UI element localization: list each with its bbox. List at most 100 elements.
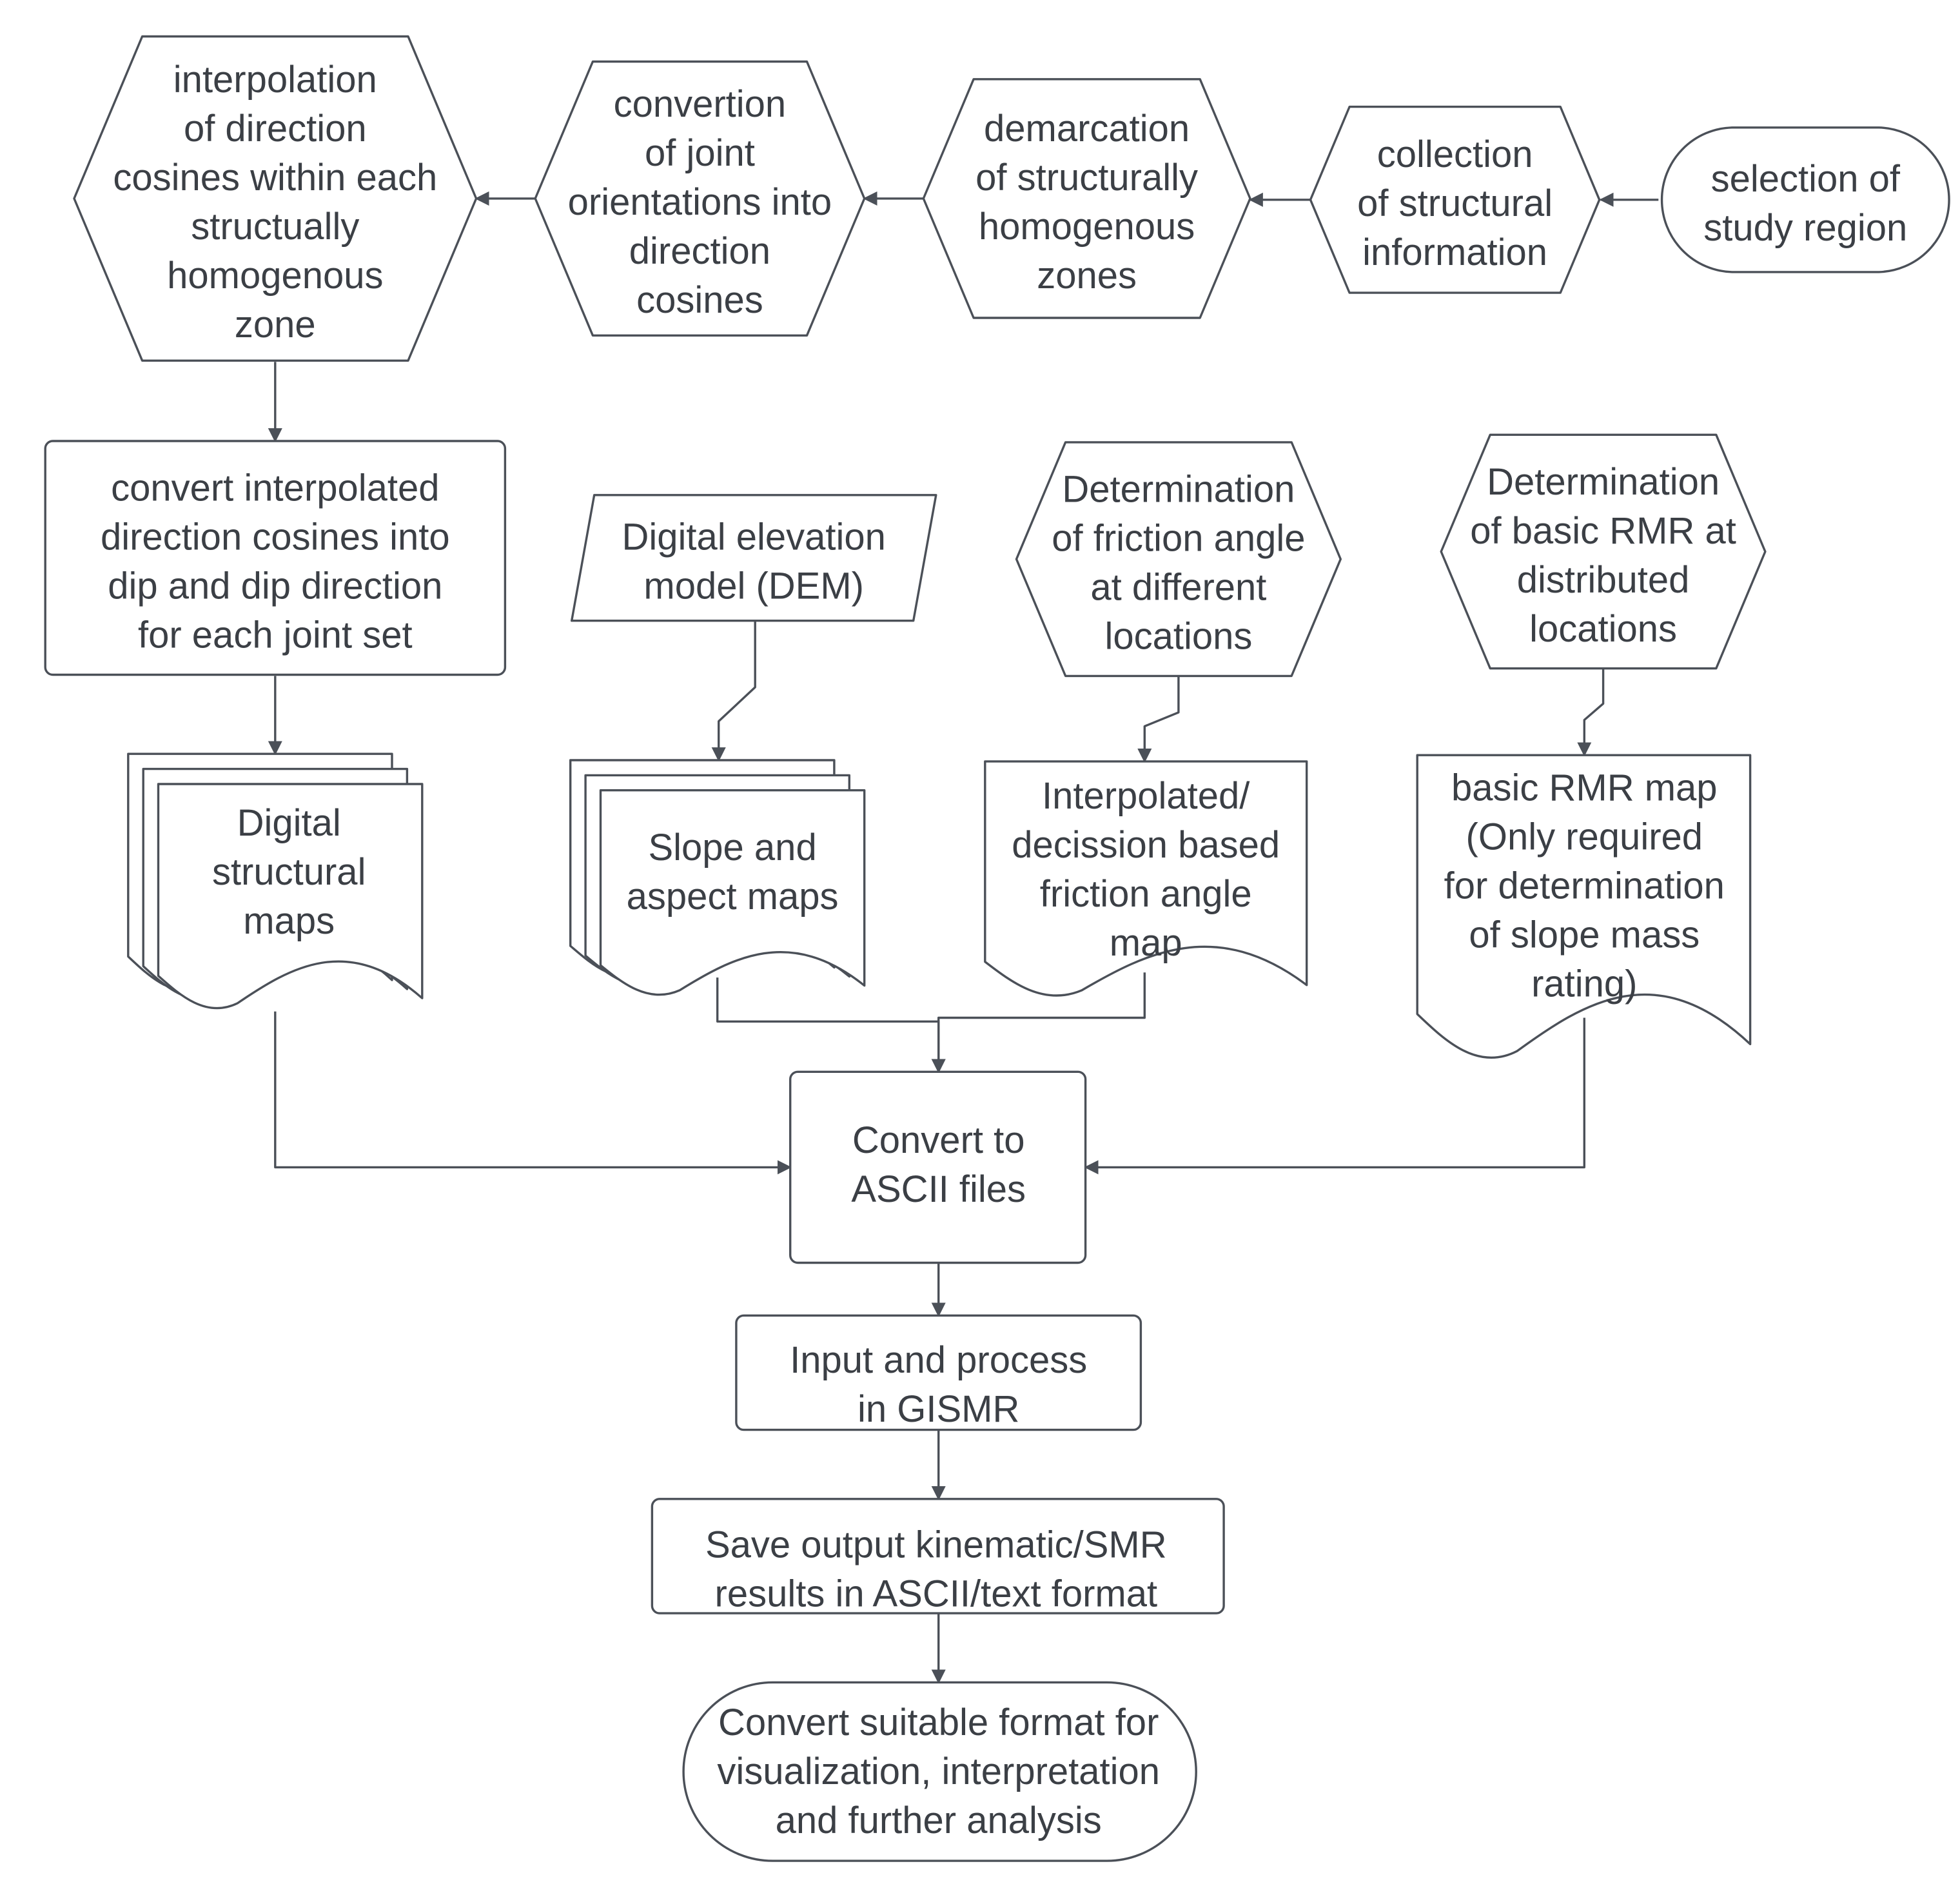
connector-friction-det-to-friction-map — [1137, 676, 1180, 763]
collection-hexagon-label: collection of structural information — [1357, 133, 1553, 273]
convertion-hexagon-label-line: orientations into — [568, 181, 832, 223]
friction-map-document-label-line: map — [1110, 922, 1182, 964]
rmr-determination-hexagon-label-line: locations — [1529, 608, 1677, 650]
rmr-map-document-label-line: for determination — [1444, 865, 1725, 907]
final-terminal-label-line: Convert suitable format for — [718, 1702, 1159, 1743]
connector-slope-aspect-to-ascii — [716, 977, 946, 1074]
interpolation-hexagon-label-line: homogenous — [167, 255, 383, 297]
convert-interpolated-box-label-line: dip and dip direction — [108, 565, 442, 607]
structural-maps-document-label-line: Digital — [237, 802, 341, 844]
slope-aspect-document-sheet-3 — [599, 789, 866, 996]
study-region-terminal-label-line: study region — [1703, 207, 1907, 249]
friction-map-document-label-line: decission based — [1012, 824, 1280, 866]
ascii-box-label: Convert to ASCII files — [851, 1119, 1026, 1210]
study-region-terminal-label-line: selection of — [1711, 158, 1901, 200]
connector-structural-maps-to-ascii — [274, 1011, 792, 1175]
gismr-box: Input and process in GISMR — [735, 1314, 1142, 1431]
connector-friction-map-to-ascii — [931, 972, 1146, 1074]
dem-data-shape: Digital elevation model (DEM) — [571, 494, 937, 622]
convert-interpolated-box-label-line: convert interpolated — [111, 467, 439, 509]
connector-layer — [268, 191, 1659, 1684]
ascii-box-label-line: Convert to — [852, 1119, 1025, 1161]
interpolation-hexagon-outline — [73, 35, 478, 362]
slope-aspect-document-label: Slope and aspect maps — [627, 827, 839, 917]
connector-rmr-map-to-ascii — [1084, 1017, 1585, 1175]
friction-map-document-label-line: friction angle — [1040, 873, 1252, 915]
rmr-determination-hexagon-label-line: Determination — [1487, 461, 1720, 503]
final-terminal-label-line: and further analysis — [776, 1800, 1102, 1841]
slope-aspect-document: Slope and aspect maps — [569, 759, 866, 996]
friction-map-document-label: Interpolated/decission based friction ang… — [1012, 775, 1280, 964]
gismr-box-outline — [735, 1314, 1142, 1431]
rmr-determination-hexagon-label-line: distributed — [1517, 559, 1690, 601]
ascii-box-outline — [789, 1070, 1087, 1264]
interpolation-hexagon-label-line: interpolation — [173, 59, 377, 101]
save-output-box-label-line: Save output kinematic/SMR — [705, 1524, 1167, 1565]
interpolation-hexagon-label-line: cosines within each — [113, 157, 437, 199]
save-output-box-label-line: results in ASCII/text format — [715, 1573, 1158, 1614]
final-terminal-outline — [682, 1681, 1197, 1862]
save-output-box-label: Save output kinematic/SMR results in ASCI… — [705, 1524, 1167, 1614]
convert-interpolated-box-label-line: direction cosines into — [101, 516, 450, 558]
rmr-map-document-outline — [1416, 754, 1752, 1059]
structural-maps-document-label-line: structural — [212, 851, 366, 893]
collection-hexagon-label-line: information — [1362, 231, 1547, 273]
collection-hexagon: collection of structural information — [1309, 105, 1601, 294]
ascii-box: Convert to ASCII files — [789, 1070, 1087, 1264]
slope-aspect-document-label-line: Slope and — [648, 827, 816, 868]
convertion-hexagon-label: convertion of joint orientations into direc… — [568, 83, 832, 321]
interpolation-hexagon-label-line: zone — [235, 304, 316, 346]
rmr-determination-hexagon-label: Determination of basic RMR at distributed l… — [1470, 461, 1736, 650]
convertion-hexagon-label-line: of joint — [645, 132, 755, 174]
interpolation-hexagon-label-line: structually — [191, 206, 359, 248]
rmr-determination-hexagon: Determination of basic RMR at distributed l… — [1440, 433, 1767, 670]
save-output-box: Save output kinematic/SMR results in ASCI… — [651, 1498, 1225, 1614]
friction-determination-hexagon-label-line: at different — [1090, 567, 1266, 609]
save-output-box-outline — [651, 1498, 1225, 1614]
final-terminal: Convert suitable format for visualization… — [682, 1681, 1197, 1862]
convertion-hexagon-label-line: convertion — [614, 83, 787, 125]
connector-dem-to-slope-aspect — [711, 620, 756, 762]
demarcation-hexagon-label-line: homogenous — [979, 206, 1195, 248]
collection-hexagon-label-line: collection — [1377, 133, 1533, 175]
convert-interpolated-box-label: convert interpolated direction cosines in… — [101, 467, 450, 656]
gismr-box-label-line: Input and process — [790, 1339, 1087, 1381]
friction-determination-hexagon-label-line: of friction angle — [1052, 518, 1305, 560]
rmr-map-document-label-line: of slope mass — [1469, 914, 1700, 956]
collection-hexagon-label-line: of structural — [1357, 182, 1553, 224]
final-terminal-label: Convert suitable format for visualization… — [717, 1702, 1160, 1841]
interpolation-hexagon: interpolation of direction cosines within … — [73, 35, 478, 362]
connector-rmr-det-to-rmr-map — [1577, 668, 1605, 757]
friction-map-document-outline — [984, 760, 1308, 997]
study-region-terminal: selection of study region — [1660, 126, 1950, 273]
demarcation-hexagon-label-line: zones — [1037, 255, 1137, 297]
convertion-hexagon-label-line: direction — [629, 230, 770, 272]
rmr-map-document-label-line: rating) — [1531, 963, 1637, 1005]
friction-map-document-label-line: Interpolated/ — [1042, 775, 1250, 817]
dem-data-shape-label: Digital elevation model (DEM) — [622, 516, 885, 607]
interpolation-hexagon-label-line: of direction — [184, 108, 367, 150]
rmr-determination-hexagon-label-line: of basic RMR at — [1470, 510, 1736, 552]
study-region-terminal-outline — [1660, 126, 1950, 273]
ascii-box-label-line: ASCII files — [851, 1168, 1026, 1210]
gismr-box-label: Input and process in GISMR — [790, 1339, 1087, 1430]
convertion-hexagon-outline — [534, 60, 866, 337]
friction-map-document: Interpolated/decission based friction ang… — [984, 760, 1308, 997]
demarcation-hexagon-outline — [922, 78, 1251, 319]
final-terminal-label-line: visualization, interpretation — [717, 1751, 1160, 1792]
dem-data-shape-label-line: model (DEM) — [643, 565, 864, 607]
friction-determination-hexagon-outline — [1015, 441, 1342, 678]
slope-aspect-document-label-line: aspect maps — [627, 876, 839, 917]
dem-data-shape-outline — [571, 494, 937, 622]
gismr-box-label-line: in GISMR — [858, 1388, 1019, 1430]
interpolation-hexagon-label: interpolation of direction cosines within … — [113, 59, 437, 346]
dem-data-shape-label-line: Digital elevation — [622, 516, 885, 558]
rmr-determination-hexagon-outline — [1440, 433, 1767, 670]
